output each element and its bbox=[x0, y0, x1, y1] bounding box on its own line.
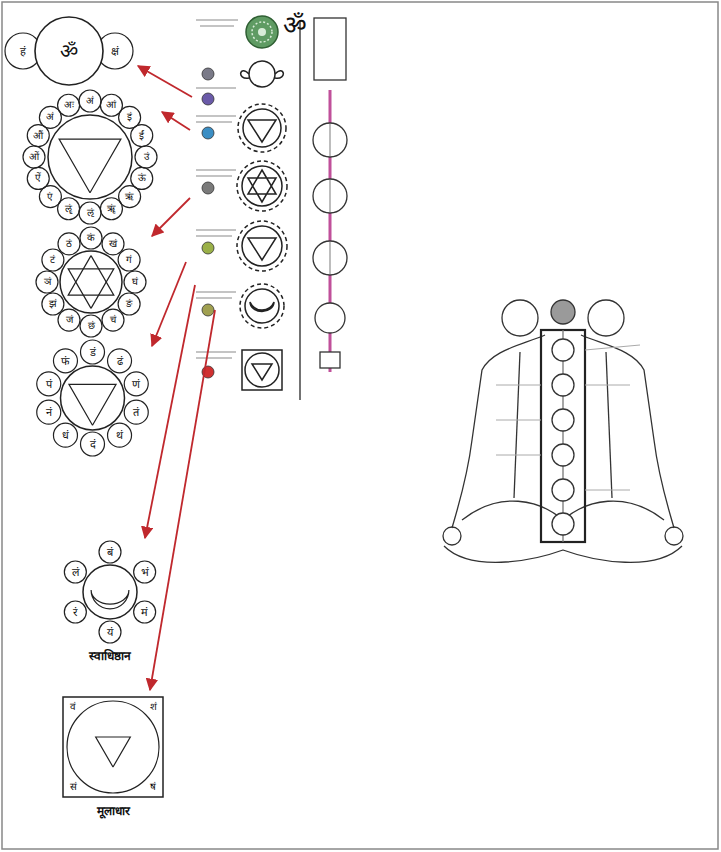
bija-letter: मं bbox=[141, 607, 148, 618]
chakra-outline bbox=[36, 227, 146, 337]
bija-letter: ॐ bbox=[60, 41, 78, 61]
bija-letter: टं bbox=[50, 255, 55, 265]
bija-letter: खं bbox=[109, 239, 117, 249]
bija-letter: यं bbox=[107, 627, 113, 638]
bija-letter: ऐं bbox=[35, 173, 41, 183]
chakra-name: मूलाधार bbox=[97, 805, 130, 817]
bija-letter: धं bbox=[62, 430, 69, 441]
chakra-diagram: वं शं षं सं मूलाधार bbox=[58, 695, 168, 819]
bija-letter: गं bbox=[126, 255, 132, 265]
bija-letter: औं bbox=[33, 131, 43, 141]
chakra-diagram: डं ढं णं तं थं दं धं नं पं फं bbox=[15, 338, 170, 458]
bija-letter: घं bbox=[132, 277, 138, 287]
chakra-outline bbox=[5, 17, 133, 85]
chakra-diagram: हं ॐ क्षं bbox=[5, 12, 133, 90]
bija-letter: थं bbox=[116, 430, 123, 441]
bija-letter: पं bbox=[46, 378, 52, 389]
bija-letter: रं bbox=[73, 607, 78, 618]
bija-letter: कं bbox=[87, 233, 95, 243]
bija-letter: ञं bbox=[44, 277, 51, 287]
chakra-outline bbox=[23, 90, 157, 224]
bija-letter: ऋं bbox=[125, 192, 134, 202]
bija-letter: ढं bbox=[117, 355, 123, 366]
bija-letter: अं bbox=[46, 112, 54, 122]
seated-figure bbox=[443, 300, 683, 562]
nadi-column bbox=[313, 18, 347, 372]
bija-letter: वं bbox=[70, 702, 76, 712]
chakra-diagram: बं भं मं यं रं लं स्वाधिष्ठान bbox=[50, 540, 170, 664]
bija-letter: एं bbox=[47, 192, 53, 202]
chakra-outline bbox=[63, 697, 163, 797]
bija-letter: अं bbox=[86, 96, 94, 106]
bija-letter: ऊं bbox=[138, 173, 146, 183]
bija-letter: भं bbox=[141, 567, 149, 578]
bija-letter: ओं bbox=[29, 152, 39, 162]
bija-letter: उं bbox=[144, 152, 149, 162]
bija-letter: तं bbox=[133, 407, 139, 418]
bija-letter: आं bbox=[106, 100, 116, 110]
chakra-outline bbox=[37, 340, 148, 456]
bija-letter: बं bbox=[107, 547, 113, 558]
bija-letter: हं bbox=[20, 46, 26, 57]
bija-letter: अः bbox=[64, 100, 74, 110]
bija-letter: ङं bbox=[126, 299, 132, 309]
bija-letter: लं bbox=[72, 567, 79, 578]
bija-letter: चं bbox=[110, 315, 116, 325]
chakra-column bbox=[237, 16, 300, 400]
bija-letter: जं bbox=[66, 315, 73, 325]
bija-letter: फं bbox=[61, 355, 69, 366]
bija-letter: ईं bbox=[139, 131, 144, 141]
bija-letter: इं bbox=[127, 112, 132, 122]
bija-letter: ठं bbox=[66, 239, 72, 249]
bija-letter: ॡं bbox=[65, 204, 72, 214]
bija-letter: ऌं bbox=[87, 208, 94, 218]
bija-letter: णं bbox=[132, 378, 140, 389]
chakra-diagram: अंआंइंईंउंऊंऋंॠंऌंॡंएंऐंओंऔंअंअः bbox=[12, 88, 168, 226]
chakra-name: स्वाधिष्ठान bbox=[89, 650, 131, 662]
pointer-arrows bbox=[138, 66, 215, 690]
bija-letter: शं bbox=[150, 702, 157, 712]
bija-letter: नं bbox=[46, 407, 52, 418]
chakra-outline bbox=[64, 541, 155, 643]
note-bars bbox=[196, 20, 238, 358]
bija-letter: डं bbox=[90, 347, 96, 358]
bija-letter: सं bbox=[70, 782, 77, 792]
bija-letter: क्षं bbox=[111, 46, 119, 57]
chakra-diagram: कं खं गं घं ङं चं छं जं झं ञं टं ठं bbox=[12, 226, 170, 338]
bija-letter: झं bbox=[49, 299, 57, 309]
bija-letter: दं bbox=[90, 439, 96, 450]
bija-letter: ॠं bbox=[107, 204, 116, 214]
bija-letter: षं bbox=[150, 782, 156, 792]
bija-letter: छं bbox=[88, 321, 95, 331]
om-symbol: ॐ bbox=[283, 12, 307, 38]
